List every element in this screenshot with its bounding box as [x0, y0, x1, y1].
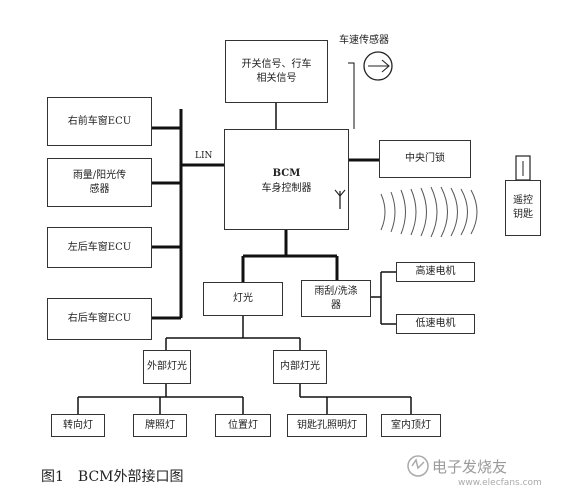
license-plate-light-box: 牌照灯	[133, 414, 187, 437]
remote-key-antenna-icon	[515, 155, 531, 181]
figure-caption: 图1 BCM外部接口图	[41, 466, 198, 486]
wiper-washer-box: 雨刮/洗涤 器	[301, 280, 371, 317]
watermark-text: 电子发烧友	[432, 458, 508, 476]
watermark-url: www.elecfans.com	[458, 478, 542, 488]
front-right-window-ecu-box: 右前车窗ECU	[47, 97, 152, 146]
figure-number: 图1	[41, 469, 64, 485]
lin-bus-label: LIN	[195, 151, 213, 161]
turn-signal-box: 转向灯	[51, 414, 105, 437]
bcm-box: BCM 车身控制器	[224, 129, 349, 230]
watermark-logo-icon	[407, 455, 429, 477]
low-speed-motor-box: 低速电机	[396, 314, 475, 334]
interior-lights-box: 内部灯光	[273, 350, 327, 384]
dome-light-box: 室内顶灯	[381, 414, 441, 437]
speed-sensor-icon	[363, 51, 393, 81]
high-speed-motor-box: 高速电机	[396, 262, 475, 282]
rear-right-window-ecu-box: 右后车窗ECU	[47, 298, 152, 340]
keyhole-light-box: 钥匙孔照明灯	[287, 414, 367, 437]
rear-left-window-ecu-box: 左后车窗ECU	[47, 227, 152, 268]
exterior-lights-box: 外部灯光	[143, 350, 191, 384]
wireless-signal-icon	[380, 186, 478, 238]
central-lock-box: 中央门锁	[379, 140, 471, 178]
bcm-subtitle: 车身控制器	[261, 183, 312, 194]
remote-key-box: 遥控 钥匙	[505, 180, 541, 236]
antenna-icon	[334, 189, 346, 209]
rain-light-sensor-box: 雨量/阳光传 感器	[47, 158, 152, 207]
switch-signal-box: 开关信号、行车 相关信号	[225, 40, 328, 103]
speed-sensor-label: 车速传感器	[339, 35, 389, 46]
bcm-title: BCM	[272, 168, 301, 179]
position-light-box: 位置灯	[215, 414, 271, 437]
figure-title: BCM外部接口图	[77, 469, 184, 485]
lights-box: 灯光	[203, 282, 283, 316]
